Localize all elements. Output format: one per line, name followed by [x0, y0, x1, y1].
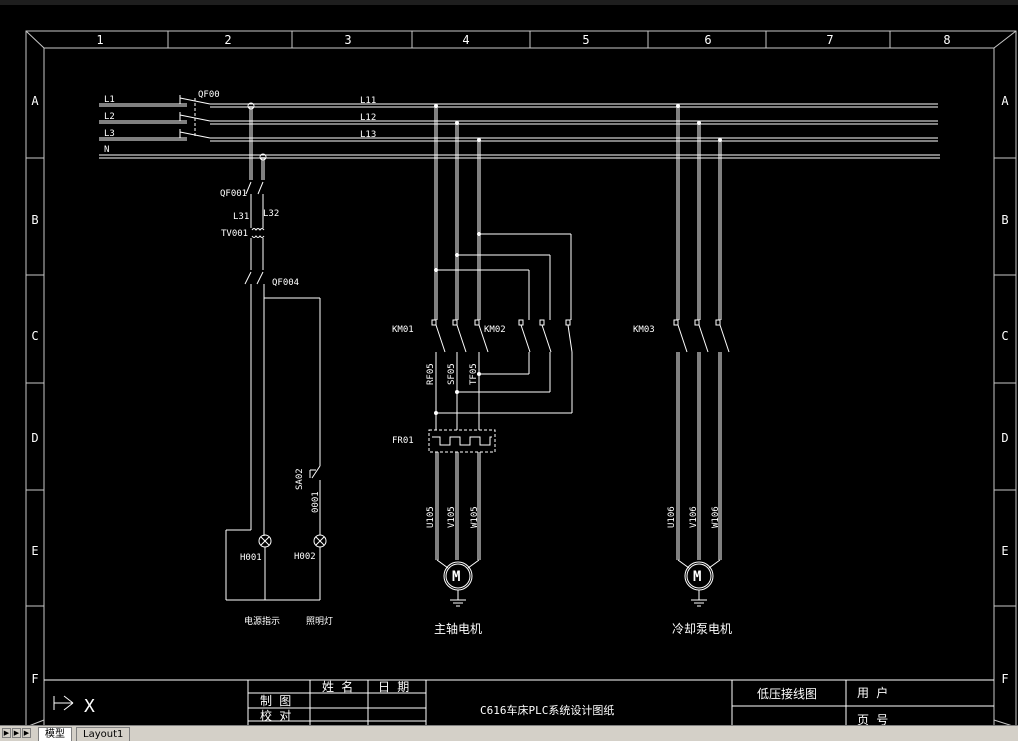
title-user: 用 户 — [857, 685, 888, 700]
label-v106: V106 — [689, 506, 699, 528]
outer-frame — [25, 30, 1017, 725]
label-qf001: QF001 — [220, 189, 247, 199]
label-h002: H002 — [294, 552, 316, 562]
label-w106: W106 — [711, 506, 721, 528]
col-label-4: 4 — [462, 33, 469, 47]
label-qf004: QF004 — [272, 278, 299, 288]
label-sf05: SF05 — [447, 363, 457, 385]
row-label-b: B — [31, 213, 38, 227]
label-h001: H001 — [240, 553, 262, 563]
pump-motor-symbol: M — [693, 569, 701, 585]
main-motor-circuit — [428, 104, 573, 607]
ucs-icon — [53, 695, 74, 711]
row-label-f-right: F — [1001, 672, 1008, 686]
label-tv001: TV001 — [221, 229, 248, 239]
col-label-6: 6 — [704, 33, 711, 47]
bus-label-l13: L13 — [360, 130, 376, 140]
title-page-no: 页 号 — [857, 713, 888, 725]
label-km01: KM01 — [392, 325, 414, 335]
col-label-7: 7 — [826, 33, 833, 47]
label-w105: W105 — [470, 506, 480, 528]
drawing-name: 低压接线图 — [757, 686, 817, 701]
row-label-e: E — [31, 544, 38, 558]
row-label-c: C — [31, 329, 38, 343]
tab-nav-first-button[interactable]: ▶ — [2, 728, 11, 738]
bus-label-l2: L2 — [104, 112, 115, 122]
tab-nav-next-button[interactable]: ▶ — [22, 728, 31, 738]
bus-label-l12: L12 — [360, 113, 376, 123]
title-draw: 制 图 — [260, 694, 291, 708]
bus-label-qf00: QF00 — [198, 90, 220, 100]
label-u105: U105 — [426, 506, 436, 528]
bus-lines — [99, 95, 940, 159]
title-date-header: 日 期 — [378, 680, 409, 694]
window-top-strip — [0, 0, 1018, 5]
col-label-5: 5 — [582, 33, 589, 47]
pump-motor-circuit — [673, 104, 730, 607]
drawing-title: C616车床PLC系统设计图纸 — [480, 703, 614, 717]
control-circuit — [225, 102, 327, 601]
title-check: 校 对 — [260, 708, 291, 723]
label-tf05: TF05 — [469, 363, 479, 385]
ucs-x-label: X — [84, 696, 95, 717]
bus-label-l11: L11 — [360, 96, 376, 106]
col-label-2: 2 — [224, 33, 231, 47]
row-label-d-right: D — [1001, 431, 1008, 445]
layout-tab-bar: ▶ ▶ ▶ 模型 Layout1 — [0, 725, 1018, 741]
inner-frame — [43, 47, 995, 725]
row-dividers — [26, 157, 1016, 607]
bus-label-n: N — [104, 145, 109, 155]
row-label-c-right: C — [1001, 329, 1008, 343]
col-label-8: 8 — [943, 33, 950, 47]
label-l32: L32 — [263, 209, 279, 219]
label-lighting: 照明灯 — [306, 616, 333, 627]
tab-layout1[interactable]: Layout1 — [76, 727, 131, 741]
row-label-a-right: A — [1001, 94, 1009, 108]
label-sa02: SA02 — [295, 468, 305, 490]
label-km03: KM03 — [633, 325, 655, 335]
row-label-e-right: E — [1001, 544, 1008, 558]
label-power-indicator: 电源指示 — [244, 615, 280, 627]
label-l31: L31 — [233, 212, 249, 222]
label-rf05: RF05 — [426, 363, 436, 385]
label-u106: U106 — [667, 506, 677, 528]
label-fr01: FR01 — [392, 436, 414, 446]
tab-nav-prev-button[interactable]: ▶ — [12, 728, 21, 738]
pump-motor-label: 冷却泵电机 — [672, 622, 732, 636]
col-label-3: 3 — [344, 33, 351, 47]
bus-label-l3: L3 — [104, 129, 115, 139]
label-wire-0001: 0001 — [311, 491, 321, 513]
label-v105: V105 — [447, 506, 457, 528]
row-label-d: D — [31, 431, 38, 445]
title-block — [44, 679, 994, 725]
row-label-b-right: B — [1001, 213, 1008, 227]
bus-label-l1: L1 — [104, 95, 115, 105]
row-label-f: F — [31, 672, 38, 686]
cad-drawing-canvas[interactable]: 1 2 3 4 5 6 7 8 A B C D E F A B C D E F — [0, 5, 1018, 725]
column-dividers — [167, 31, 891, 48]
title-name-header: 姓 名 — [322, 679, 353, 694]
row-label-a: A — [31, 94, 39, 108]
tab-model[interactable]: 模型 — [38, 727, 72, 741]
main-motor-symbol: M — [452, 569, 460, 585]
col-label-1: 1 — [96, 33, 103, 47]
main-motor-label: 主轴电机 — [434, 621, 482, 636]
label-km02: KM02 — [484, 325, 506, 335]
